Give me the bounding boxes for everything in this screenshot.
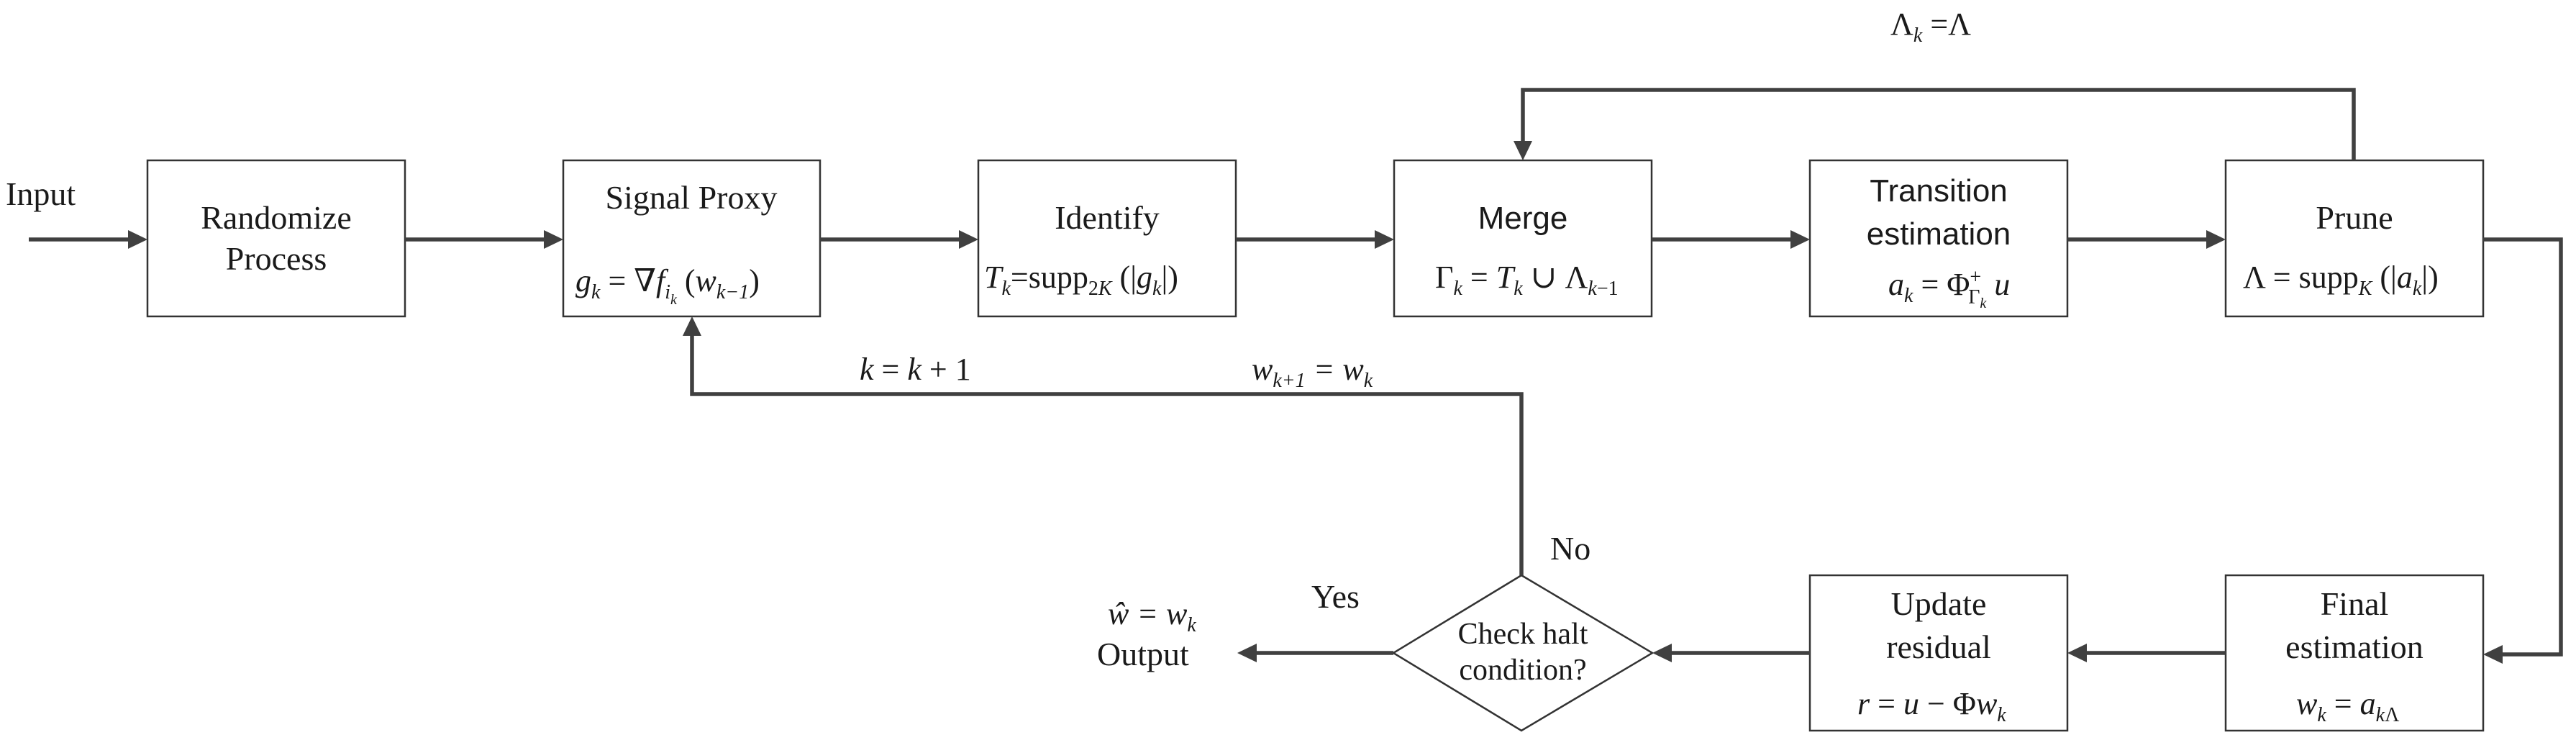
input-arrowhead [128,230,147,249]
identify-title: Identify [1055,199,1160,236]
update-line1: Update [1891,585,1987,622]
check-line1: Check halt [1458,618,1588,651]
identify-to-merge-arrowhead [1375,230,1394,249]
yes-label: Yes [1311,578,1360,615]
svg-text:Λk =Λ: Λk =Λ [1890,6,1971,47]
no-label: No [1550,530,1590,567]
loop-k-label: k = k + 1 [860,352,971,387]
identify-box [977,159,1237,318]
check-to-output-arrowhead [1237,644,1257,662]
transition-box [1808,159,2069,318]
svg-text:gk = ∇fik (wk−1): gk = ∇fik (wk−1) [575,263,760,308]
svg-text:r = u − Φwk: r = u − Φwk [1857,686,2006,726]
output-formula: ŵ = wk [1108,596,1196,636]
prune-to-final-line [2483,237,2563,657]
proxy-to-identify-arrowhead [959,230,978,249]
transition-to-prune-arrowhead [2206,230,2226,249]
svg-text:ŵ = wk: ŵ = wk [1108,596,1196,636]
final-formula: wk = akΛ [2296,686,2400,726]
prune-to-final-arrowhead [2483,645,2503,664]
merge-to-transition-arrowhead [1790,230,1810,249]
loop-back-line [690,334,1524,575]
update-line2: residual [1886,629,1991,665]
identify-formula: Tk=supp2K (|gk|) [984,260,1178,300]
randomize-box [146,159,406,318]
final-to-update-arrowhead [2067,644,2087,662]
final-line2: estimation [2285,629,2423,665]
transition-line2: estimation [1867,216,2011,252]
prune-title: Prune [2316,199,2393,236]
top-feedback-label: Λk =Λ [1890,6,1971,47]
final-line1: Final [2321,585,2389,622]
check-halt-diamond [1391,574,1655,732]
svg-text:k = k + 1: k = k + 1 [860,352,971,387]
svg-text:Tk=supp2K (|gk|): Tk=supp2K (|gk|) [984,260,1178,300]
transition-formula: ak = Φ+Γk u [1888,266,2010,311]
merge-title: Merge [1478,201,1568,236]
transition-line1: Transition [1870,173,2008,209]
check-line2: condition? [1459,654,1586,687]
loop-back-arrowhead [683,316,701,336]
input-label: Input [6,175,76,212]
output-label: Output [1097,636,1189,672]
svg-text:Λ = suppK (|ak|): Λ = suppK (|ak|) [2243,260,2439,300]
prune-formula: Λ = suppK (|ak|) [2243,260,2439,300]
merge-formula: Γk = Tk ∪ Λk−1 [1435,260,1619,300]
svg-text:Γk = Tk ∪ Λk−1: Γk = Tk ∪ Λk−1 [1435,260,1619,300]
update-residual-box [1808,574,2069,732]
randomize-to-proxy-arrowhead [544,230,563,249]
randomize-line1: Randomize [201,199,352,236]
svg-text:wk+1 = wk: wk+1 = wk [1252,352,1373,392]
update-formula: r = u − Φwk [1857,686,2006,726]
loop-w-label: wk+1 = wk [1252,352,1373,392]
randomize-line2: Process [226,240,327,277]
final-estimation-box [2224,574,2485,732]
prune-box [2224,159,2485,318]
update-to-check-arrowhead [1652,644,1672,662]
signal-proxy-box [562,159,822,318]
svg-text:ak = Φ+Γk u: ak = Φ+Γk u [1888,266,2010,311]
signal-proxy-title: Signal Proxy [606,179,778,216]
prune-feedback-arrowhead [1514,141,1532,160]
signal-proxy-formula: gk = ∇fik (wk−1) [575,263,760,308]
svg-text:wk = akΛ: wk = akΛ [2296,686,2400,726]
prune-feedback-line [1521,88,2356,160]
